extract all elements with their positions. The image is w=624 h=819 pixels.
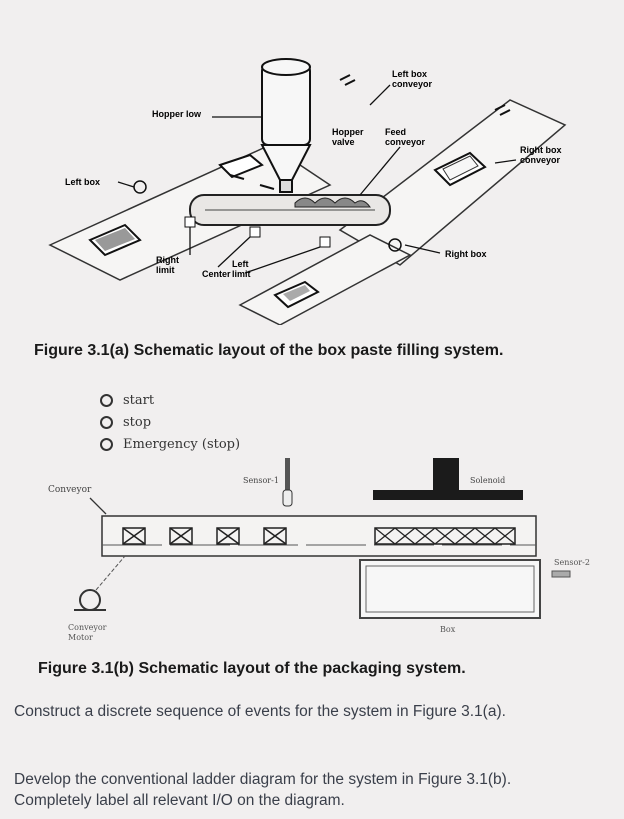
right-box-sensor xyxy=(388,238,402,252)
left-box-sensor xyxy=(133,180,147,194)
conveyor-box xyxy=(263,527,287,545)
conveyor-boxes xyxy=(122,527,287,545)
figure-b-caption: Figure 3.1(b) Schematic layout of the pa… xyxy=(38,660,466,677)
conveyor-box xyxy=(216,527,240,545)
figure-a-caption: Figure 3.1(a) Schematic layout of the bo… xyxy=(34,342,504,359)
control-panel: start stop Emergency (stop) xyxy=(100,389,240,455)
box-outline xyxy=(359,559,541,619)
label-center: Center xyxy=(202,269,231,279)
left-box-icon xyxy=(88,223,142,257)
center-switch xyxy=(249,226,261,238)
conveyor-motor-icon xyxy=(79,589,101,611)
label-hopper-low: Hopper low xyxy=(152,109,202,119)
label-conveyor: Conveyor xyxy=(48,485,92,495)
label-sensor-2: Sensor-2 xyxy=(554,558,590,567)
sensor-1-probe xyxy=(285,458,290,504)
paste-mound xyxy=(294,197,371,208)
conveyor-box xyxy=(169,527,193,545)
sensor-1-tip xyxy=(282,489,293,507)
right-limit-switch xyxy=(184,216,196,228)
control-stop[interactable]: stop xyxy=(100,411,240,433)
radio-icon[interactable] xyxy=(100,393,113,407)
control-emergency-label: Emergency (stop) xyxy=(123,436,241,452)
box-inner xyxy=(365,565,535,613)
conveyor-pointer xyxy=(89,497,107,515)
figure-a-diagram: Hopper low Left box Right box Center Lef… xyxy=(48,58,567,325)
sensor-2-icon xyxy=(551,570,571,578)
hopper-valve-shape xyxy=(279,179,293,193)
control-stop-label: stop xyxy=(123,414,152,430)
label-left-box: Left box xyxy=(65,177,100,187)
conveyor-belt xyxy=(101,515,537,557)
control-emergency[interactable]: Emergency (stop) xyxy=(100,433,240,455)
conveyor-box xyxy=(122,527,146,545)
filled-box-row xyxy=(374,527,516,545)
solenoid-body xyxy=(433,458,459,496)
right-box-icon xyxy=(433,151,487,187)
label-sensor-1: Sensor-1 xyxy=(243,476,279,485)
question-1: Construct a discrete sequence of events … xyxy=(14,703,506,720)
label-box: Box xyxy=(440,625,456,634)
label-right-box: Right box xyxy=(445,249,487,259)
radio-icon[interactable] xyxy=(100,437,113,451)
solenoid-plate xyxy=(373,490,523,500)
control-start-label: start xyxy=(123,392,155,408)
center-box-icon xyxy=(218,153,264,179)
control-start[interactable]: start xyxy=(100,389,240,411)
left-limit-switch xyxy=(319,236,331,248)
figure-b-diagram: Conveyor Sensor-1 Solenoid Sensor-2 Box … xyxy=(48,458,590,642)
motor-drive xyxy=(95,555,126,591)
leader-lines xyxy=(117,84,517,274)
hopper xyxy=(261,64,311,146)
bottom-box-icon xyxy=(273,280,320,309)
lower-conveyor-belt xyxy=(238,234,412,325)
radio-icon[interactable] xyxy=(100,415,113,429)
hopper-top xyxy=(261,58,311,76)
conveyor-arrows xyxy=(229,74,511,190)
label-solenoid: Solenoid xyxy=(470,476,505,485)
question-2: Develop the conventional ladder diagram … xyxy=(14,771,512,809)
